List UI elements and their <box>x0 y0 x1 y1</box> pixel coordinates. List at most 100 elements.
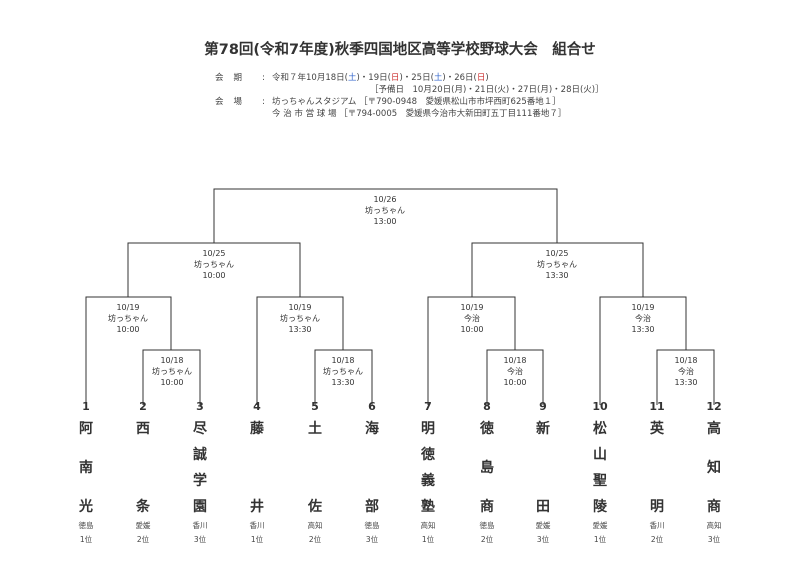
game-date: 10/26 <box>373 195 397 204</box>
r1a-line <box>142 349 201 405</box>
team-prefecture: 徳島 <box>78 521 94 530</box>
team-number: 3 <box>196 400 204 413</box>
team-number: 4 <box>253 400 261 413</box>
team-prefecture: 徳島 <box>364 521 380 530</box>
r1b-line <box>314 349 373 405</box>
separator: : <box>262 97 265 107</box>
game-time: 10:00 <box>460 325 484 334</box>
game-venue: 坊っちゃん <box>108 314 148 323</box>
game-date: 10/19 <box>288 303 312 312</box>
schedule-label: 会期 <box>215 73 253 83</box>
game-date: 10/19 <box>460 303 484 312</box>
team-prefecture: 香川 <box>249 521 265 530</box>
team-name-char: 西 <box>136 421 150 437</box>
team-name-char: 阿 <box>79 421 93 437</box>
team-name-char: 山 <box>593 447 607 463</box>
team-rank: 2位 <box>308 535 322 544</box>
game-venue: 坊っちゃん <box>194 260 234 269</box>
team-name-char: 島 <box>480 460 494 476</box>
game-date: 10/18 <box>331 356 355 365</box>
team-name-char: 塾 <box>421 499 435 515</box>
team-rank: 3位 <box>365 535 379 544</box>
team-name-char: 田 <box>536 499 550 515</box>
game-venue: 坊っちゃん <box>280 314 320 323</box>
venue-botchan: 坊っちゃんスタジアム ［〒790-0948 愛媛県松山市市坪西町625番地１］ <box>272 97 561 107</box>
team-prefecture: 高知 <box>706 521 722 530</box>
game-time: 13:30 <box>288 325 312 334</box>
team-number: 11 <box>649 400 665 413</box>
team-name-char: 商 <box>707 499 721 515</box>
team-rank: 3位 <box>193 535 207 544</box>
page-title: 第78回(令和7年度)秋季四国地区高等学校野球大会 組合せ <box>204 42 596 58</box>
team-name-char: 部 <box>365 499 379 515</box>
game-qf3: 10/19 今治 10:00 <box>427 302 517 335</box>
game-date: 10/18 <box>503 356 527 365</box>
game-time: 13:00 <box>373 217 397 226</box>
team-number: 2 <box>139 400 147 413</box>
game-time: 10:00 <box>116 325 140 334</box>
reserve-dates: ［予備日 10月20日(月)・21日(火)・27日(月)・28日(火)］ <box>370 85 604 95</box>
team-name-char: 条 <box>136 499 150 515</box>
team-name-char: 徳 <box>421 447 435 463</box>
team-name-char: 光 <box>79 499 93 515</box>
team-prefecture: 愛媛 <box>535 521 551 530</box>
venue-imabari: 今 治 市 営 球 場 ［〒794-0005 愛媛県今治市大新田町五丁目111番… <box>272 109 567 119</box>
team-name-char: 商 <box>480 499 494 515</box>
qf4-line <box>599 296 687 405</box>
team-rank: 1位 <box>250 535 264 544</box>
game-date: 10/18 <box>674 356 698 365</box>
team-rank: 2位 <box>650 535 664 544</box>
team-name-char: 井 <box>250 499 264 515</box>
final-line <box>213 188 558 243</box>
team-name-char: 南 <box>79 460 93 476</box>
team-name-char: 土 <box>308 421 322 437</box>
team-number: 7 <box>424 400 432 413</box>
r1c-line <box>486 349 544 405</box>
qf1-line <box>85 296 172 405</box>
game-time: 10:00 <box>202 271 226 280</box>
team-prefecture: 徳島 <box>479 521 495 530</box>
venue-label: 会場 <box>215 97 253 107</box>
team-name-char: 高 <box>707 421 721 437</box>
team-name-char: 徳 <box>480 421 494 437</box>
game-venue: 坊っちゃん <box>537 260 577 269</box>
team-name-char: 学 <box>193 473 207 489</box>
team-rank: 2位 <box>480 535 494 544</box>
game-date: 10/25 <box>545 249 569 258</box>
sf2-line <box>471 242 644 297</box>
team-rank: 3位 <box>707 535 721 544</box>
game-venue: 今治 <box>678 367 694 376</box>
team-rank: 1位 <box>79 535 93 544</box>
team-rank: 2位 <box>136 535 150 544</box>
qf3-line <box>427 296 516 405</box>
qf2-line <box>256 296 344 405</box>
team-name-char: 明 <box>650 499 664 515</box>
game-venue: 今治 <box>507 367 523 376</box>
team-name-char: 誠 <box>193 447 207 463</box>
game-venue: 今治 <box>464 314 480 323</box>
team-prefecture: 愛媛 <box>135 521 151 530</box>
team-rank: 1位 <box>421 535 435 544</box>
team-prefecture: 高知 <box>307 521 323 530</box>
team-number: 5 <box>311 400 319 413</box>
team-name-char: 知 <box>707 460 721 476</box>
team-number: 8 <box>483 400 491 413</box>
game-time: 10:00 <box>503 378 527 387</box>
team-name-char: 佐 <box>308 499 322 515</box>
team-number: 10 <box>592 400 608 413</box>
team-number: 12 <box>706 400 722 413</box>
team-rank: 1位 <box>593 535 607 544</box>
game-venue: 坊っちゃん <box>365 206 405 215</box>
game-date: 10/19 <box>116 303 140 312</box>
team-name-char: 尽 <box>193 421 207 437</box>
team-name-char: 聖 <box>593 473 607 489</box>
team-number: 6 <box>368 400 376 413</box>
team-name-char: 園 <box>193 499 207 515</box>
sf1-line <box>127 242 301 297</box>
